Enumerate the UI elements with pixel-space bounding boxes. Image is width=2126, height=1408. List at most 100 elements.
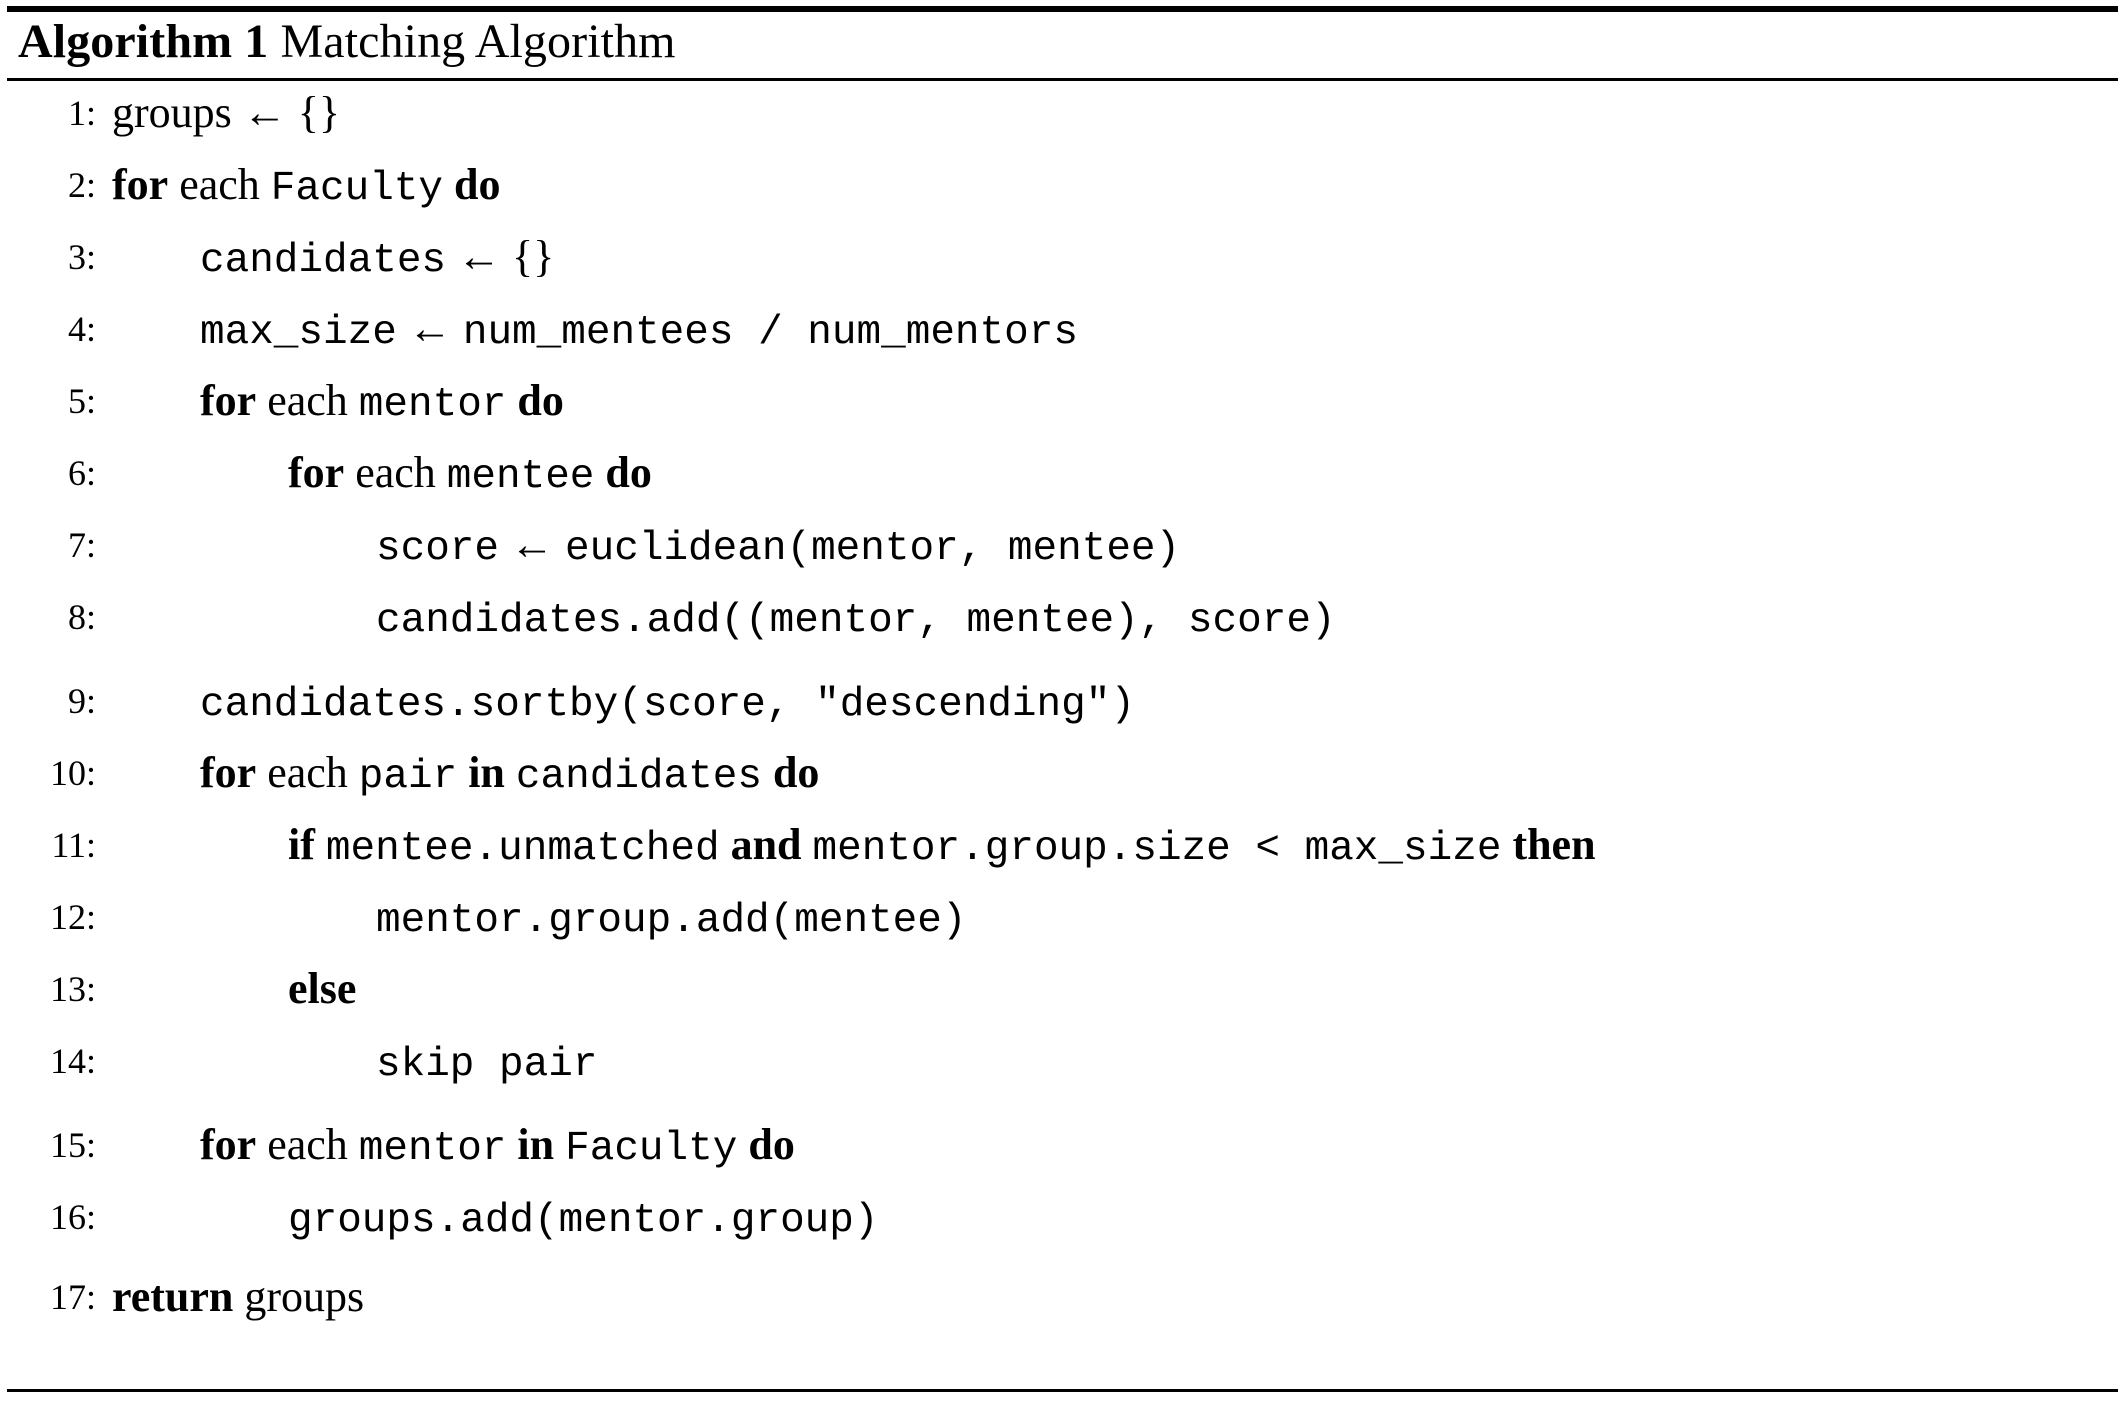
algorithm-line: 11:if mentee.unmatched and mentor.group.… [0,817,2126,873]
bottom-rule [7,1389,2118,1392]
code-token-tt: skip pair [376,1042,598,1088]
code-token-tt: candidates [515,754,762,800]
code-token-kw: in [468,748,505,797]
code-token-tt: candidates.add((mentor, mentee), score) [376,598,1336,644]
algorithm-line: 14: skip pair [0,1033,2126,1089]
code-token-kw: and [730,820,802,869]
code-token-kw: for [200,748,257,797]
algorithm-title-text: Matching Algorithm [280,15,676,68]
line-code: candidates ← {} [200,229,554,289]
caption-space [268,18,280,66]
code-token-kw: else [288,964,357,1013]
code-token-op: ← [457,232,502,281]
algorithm-line: 9:candidates.sortby(score, "descending") [0,673,2126,729]
line-number: 10: [49,753,96,793]
algorithm-line: 13: else [0,961,2126,1017]
code-token-rm: each [168,160,271,209]
line-number: 7: [67,525,96,565]
code-token-rm [1501,820,1512,869]
line-code: for each mentor in Faculty do [200,1117,795,1177]
code-token-kw: if [288,820,315,869]
code-token-rm: {} [501,232,555,281]
code-token-rm [452,304,463,353]
code-token-rm [720,820,731,869]
line-number: 5: [67,381,96,421]
line-code: candidates.sortby(score, "descending") [200,673,1135,733]
code-token-kw: for [200,1120,257,1169]
code-token-tt: mentee.unmatched [325,826,720,872]
code-token-rm [457,748,468,797]
code-token-rm [554,1120,565,1169]
line-number: 9: [67,681,96,721]
line-code: for each pair in candidates do [200,745,819,805]
line-number: 13: [49,969,96,1009]
line-number: 1: [67,93,96,133]
code-token-tt: pair [358,754,458,800]
line-code: return groups [112,1269,364,1325]
code-token-rm: {} [286,88,341,137]
line-code: else [288,961,356,1017]
code-token-op: ← [510,520,555,569]
algorithm-line: 10:for each pair in candidates do [0,745,2126,801]
line-number: 3: [67,237,96,277]
code-token-kw: do [772,748,820,797]
title-separator-rule [7,78,2118,81]
algorithm-line: 15:for each mentor in Faculty do [0,1117,2126,1173]
line-number: 15: [49,1125,96,1165]
code-token-kw: then [1512,820,1596,869]
line-number: 16: [49,1197,96,1237]
line-code: max_size ← num_mentees / num_mentors [200,301,1078,361]
line-number: 17: [49,1277,96,1317]
code-token-rm [499,520,510,569]
code-token-tt: num_mentees / num_mentors [462,310,1078,356]
line-code: skip pair [376,1033,597,1093]
code-token-tt: Faculty [270,166,444,212]
line-number: 12: [49,897,96,937]
code-token-rm: each [256,1120,359,1169]
code-token-op: ← [242,88,287,137]
line-number: 2: [67,165,96,205]
code-token-rm [554,520,565,569]
algorithm-line: 2: for each Faculty do [0,157,2126,213]
code-token-kw: do [605,448,652,497]
code-token-tt: mentor [358,1126,507,1172]
algorithm-line: 5: for each mentor do [0,373,2126,429]
code-token-tt: euclidean(mentor, mentee) [565,526,1181,572]
code-token-rm [446,232,457,281]
algorithm-line: 7: score ← euclidean(mentor, mentee) [0,517,2126,573]
code-token-rm [506,1120,517,1169]
code-token-rm: each [256,376,359,425]
code-token-rm [762,748,773,797]
code-token-kw: do [454,160,501,209]
line-code: candidates.add((mentor, mentee), score) [376,589,1336,649]
algorithm-line: 12:mentor.group.add(mentee) [0,889,2126,945]
algorithm-line: 4:max_size ← num_mentees / num_mentors [0,301,2126,357]
code-token-tt: Faculty [565,1126,738,1172]
line-number: 6: [67,453,96,493]
code-token-kw: do [748,1120,795,1169]
algorithm-number-label: Algorithm 1 [18,15,269,68]
line-code: score ← euclidean(mentor, mentee) [376,517,1180,577]
code-token-kw: for [112,160,169,209]
code-token-rm: each [344,448,447,497]
code-token-tt: score [376,526,500,572]
code-token-kw: return [112,1272,234,1321]
code-token-kw: for [200,376,257,425]
algorithm-line: 3: candidates ← {} [0,229,2126,285]
line-code: if mentee.unmatched and mentor.group.siz… [288,817,1596,877]
algorithm-caption: Algorithm 1 Matching Algorithm [18,8,676,76]
code-token-rm [506,376,517,425]
code-token-tt: mentor [358,382,507,428]
line-number: 4: [67,309,96,349]
algorithm-line: 1:groups ← {} [0,85,2126,141]
line-code: mentor.group.add(mentee) [376,889,967,949]
algorithm-line: 8:candidates.add((mentor, mentee), score… [0,589,2126,645]
code-token-rm: groups [233,1272,365,1321]
line-number: 14: [49,1041,96,1081]
top-rule [7,6,2118,12]
code-token-tt: candidates [200,238,447,284]
code-token-kw: do [517,376,564,425]
code-token-tt: mentor.group.size < max_size [812,826,1502,872]
